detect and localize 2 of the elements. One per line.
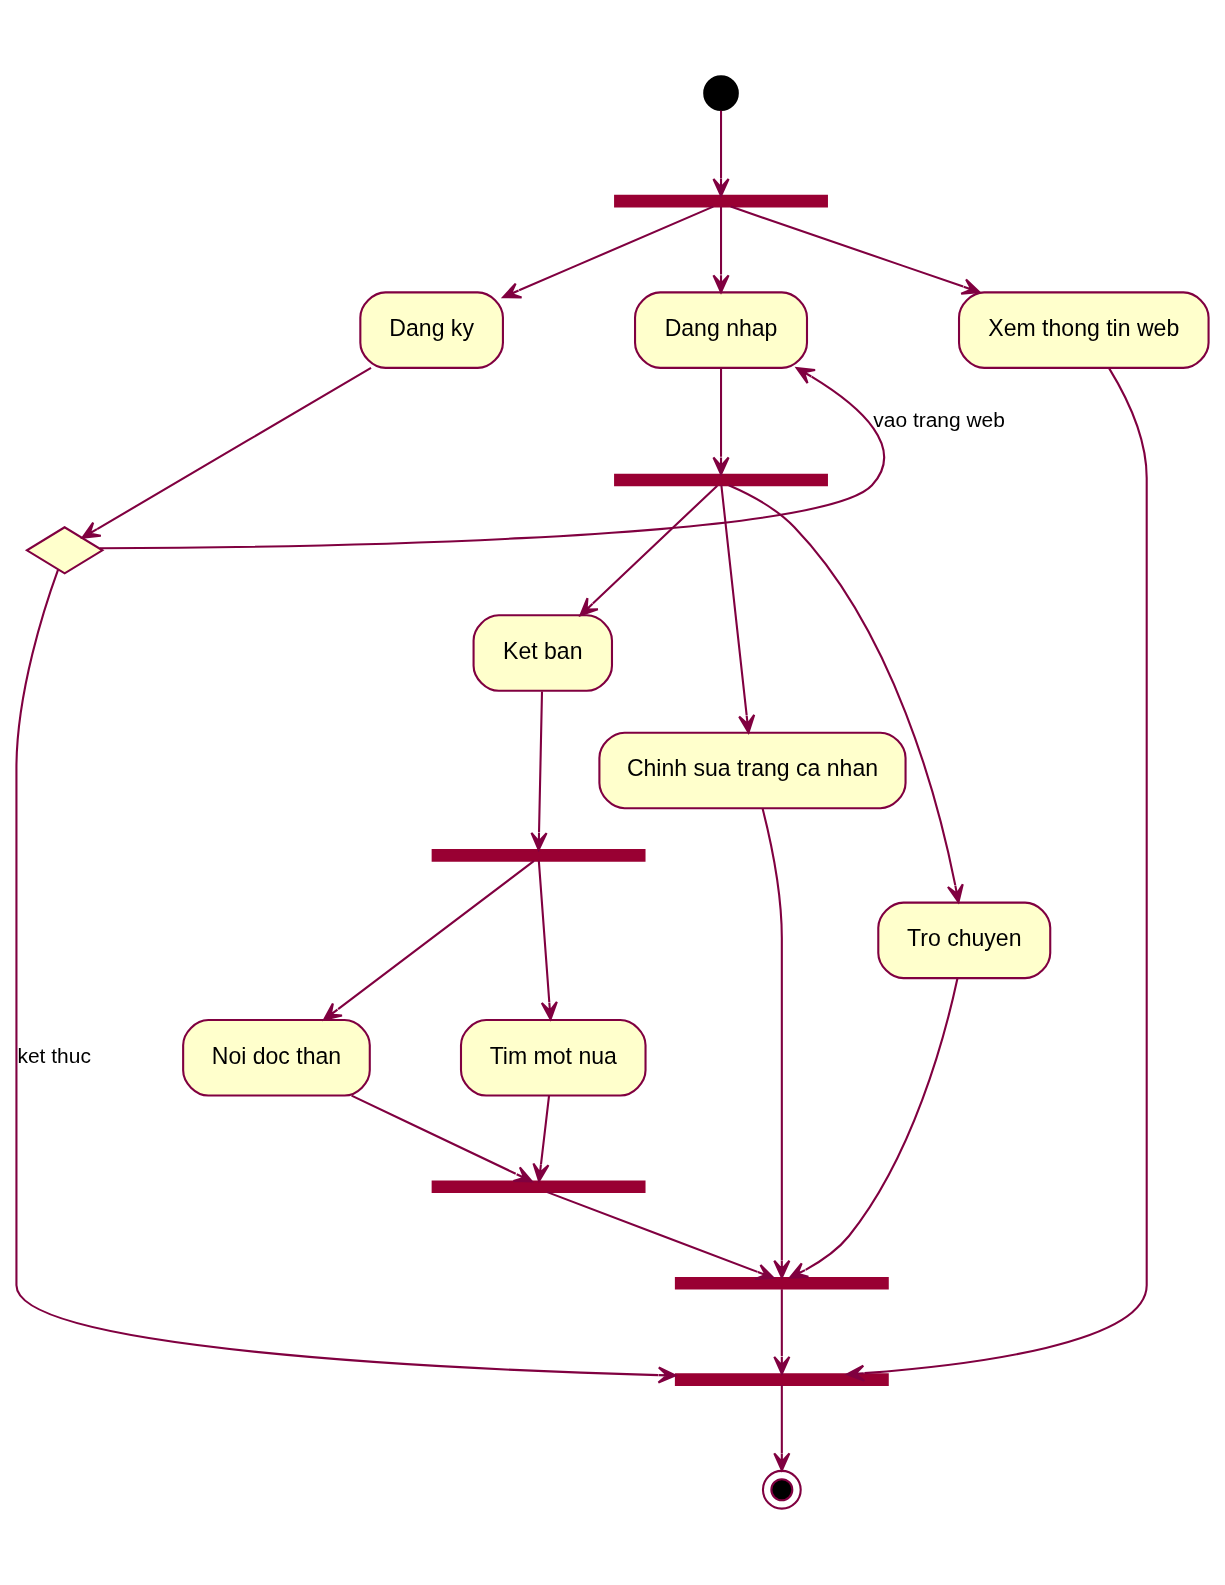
edge-label: vao trang web [873, 407, 1005, 431]
edge-label: ket thuc [17, 1044, 91, 1068]
